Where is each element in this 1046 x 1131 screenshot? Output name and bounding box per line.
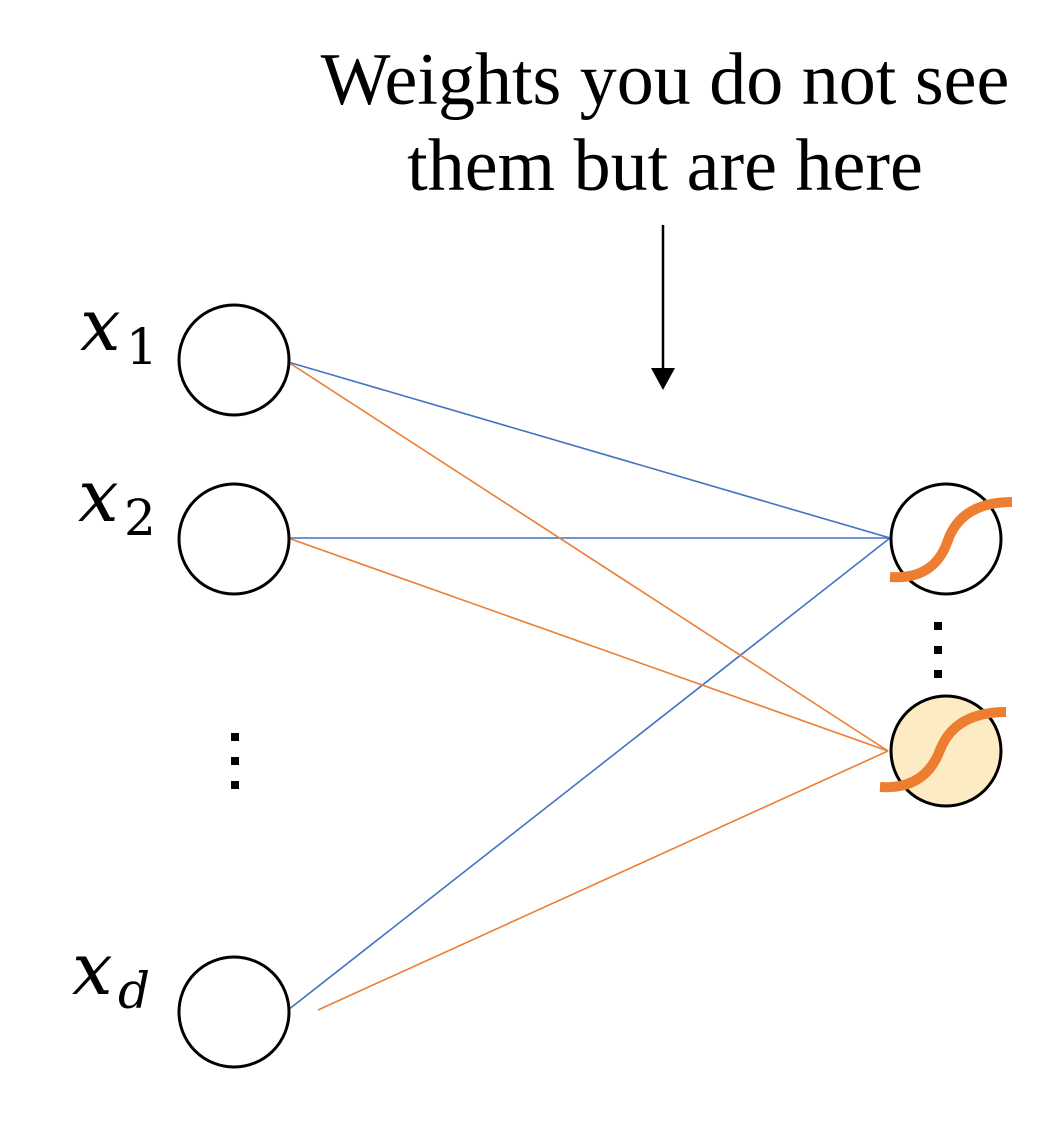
input-node-x1 <box>177 303 291 417</box>
input-label-x1: x 1 <box>80 283 158 376</box>
input-label-xd-sub: d <box>118 962 150 1020</box>
unit-ellipsis <box>934 622 942 678</box>
sigmoid-icon <box>889 497 1013 583</box>
input-label-x2-sub: 2 <box>124 489 156 547</box>
input-ellipsis <box>231 733 239 789</box>
sigmoid-icon <box>879 707 1007 793</box>
weight-edge-x2-bottom <box>287 537 889 752</box>
annotation-line-2: them but are here <box>407 125 923 207</box>
input-label-x1-sub: 1 <box>126 318 158 376</box>
weight-edge-x1-bottom <box>287 361 889 752</box>
input-node-x2 <box>177 482 291 596</box>
annotation-arrow <box>651 225 675 390</box>
input-label-x2-var: x <box>78 454 119 538</box>
input-label-x1-var: x <box>80 283 121 367</box>
input-node-xd <box>177 955 291 1069</box>
weights-to-bottom-unit <box>287 361 889 1011</box>
input-label-xd-var: x <box>72 927 113 1011</box>
weight-edge-x1-top <box>287 361 891 539</box>
weight-edge-xd-top <box>287 537 891 1011</box>
annotation-line-1: Weights you do not see <box>321 39 1010 121</box>
weights-to-top-unit <box>287 361 891 1011</box>
input-label-xd: x d <box>72 927 150 1020</box>
output-layer <box>879 482 1013 808</box>
input-layer <box>177 303 291 1069</box>
input-label-x2: x 2 <box>78 454 156 547</box>
weight-edge-xd-bottom <box>317 750 889 1011</box>
